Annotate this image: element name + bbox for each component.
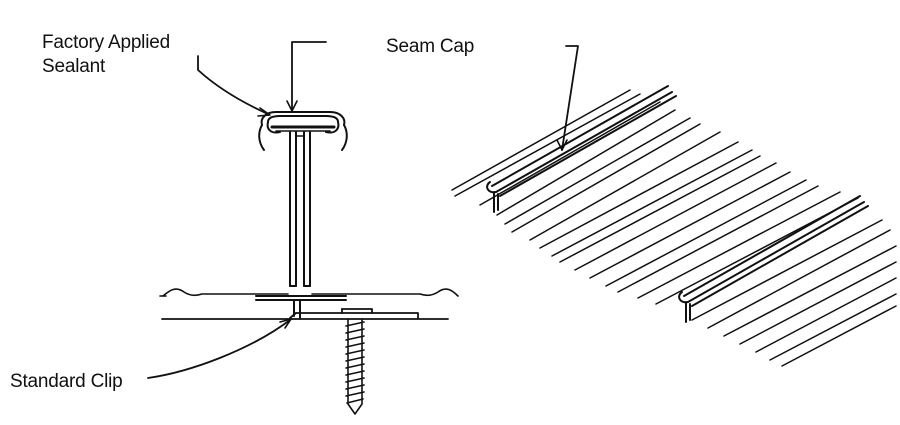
factory-applied-sealant-label: Factory Applied Sealant [42,31,170,79]
leader-lines-left [147,41,327,379]
factory-applied-sealant-line2: Sealant [42,56,106,77]
standard-clip-label: Standard Clip [10,371,123,392]
rib-web [289,131,311,287]
seam-cap-lower [678,195,869,323]
factory-applied-sealant-line1: Factory Applied [42,32,170,53]
leader-line-seam-cap [556,45,579,151]
fastener-screw [345,318,365,415]
panel-flanges [255,295,347,319]
seam-cap-profile [258,111,348,151]
roof-panel-profile [159,288,459,297]
seam-cap-label: Seam Cap [386,36,475,57]
panel-perspective [451,45,897,367]
standard-clip-shape [289,308,419,319]
seam-cap-upper [486,85,677,213]
seam-cross-section [147,41,459,415]
